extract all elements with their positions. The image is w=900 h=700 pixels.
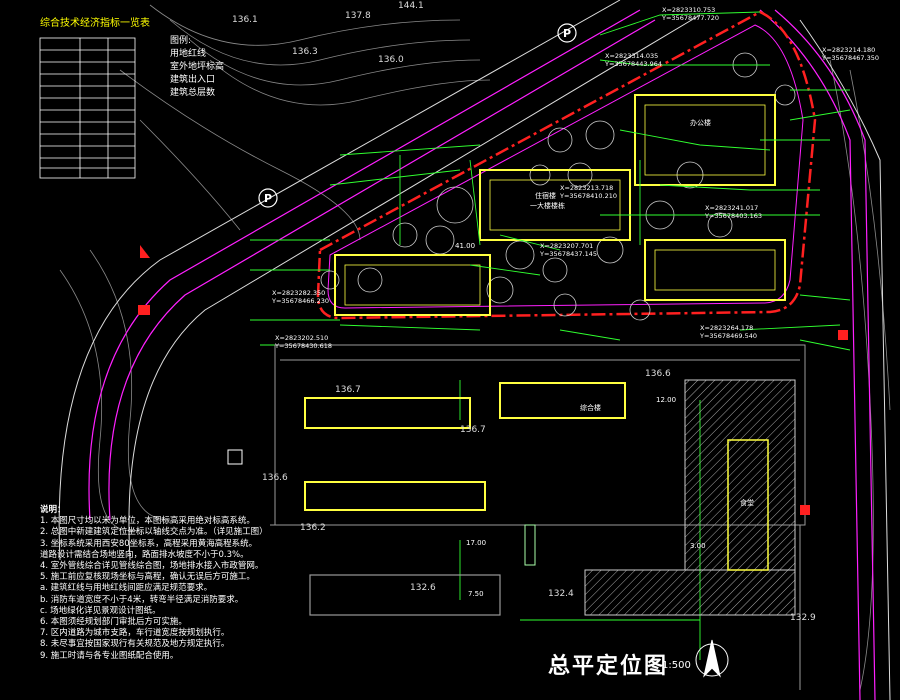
north-arrow-icon: [695, 639, 729, 678]
coordinate-label: X=2823214.180: [822, 46, 875, 54]
legend-item: 建筑总层数: [170, 88, 216, 98]
tech-table: [39, 37, 136, 179]
elevation-label: 136.7: [335, 385, 361, 395]
building-dorm-d: [644, 239, 786, 301]
building-label: 综合楼: [580, 403, 601, 412]
road-edges: [58, 0, 891, 700]
coordinate-label: X=2823207.701: [540, 242, 593, 250]
parking-letter: PP: [264, 27, 571, 205]
note-line: 道路设计需结合场地竖向，路面排水坡度不小于0.3%。: [40, 549, 249, 560]
elevation-labels: 136.1 137.8 144.1 136.3 136.0 136.7 136.7 136.6…: [232, 1, 816, 623]
coordinate-label: Y=35678403.163: [704, 212, 762, 220]
coordinate-label: X=2823202.510: [275, 334, 328, 342]
legend-items: 用地红线室外地坪标高建筑出入口建筑总层数: [170, 48, 224, 100]
lower-buildings: [304, 382, 626, 616]
dimension-label: 12.00: [656, 396, 676, 404]
elevation-label: 136.7: [460, 425, 486, 435]
legend: 图例: 用地红线室外地坪标高建筑出入口建筑总层数: [170, 35, 224, 100]
legend-item: 室外地坪标高: [170, 62, 225, 72]
elevation-label: 132.9: [790, 613, 816, 623]
building-label: 办公楼: [690, 118, 711, 127]
coordinate-label: Y=35678443.964: [604, 60, 662, 68]
legend-item: 建筑出入口: [170, 75, 216, 85]
building-dorm-a: [334, 254, 491, 316]
dimension-label: 7.50: [468, 590, 484, 598]
existing-buildings: [584, 379, 796, 616]
svg-text:P: P: [264, 192, 272, 205]
elevation-label: 136.6: [645, 369, 671, 379]
note-line: b. 消防车道宽度不小于4米，转弯半径满足消防要求。: [40, 594, 244, 605]
legend-item: 用地红线: [170, 49, 207, 59]
coordinate-label: X=2823213.718: [560, 184, 613, 192]
elevation-label: 136.6: [262, 473, 288, 483]
coordinate-label: Y=35678430.618: [274, 342, 332, 350]
elevation-label: 132.4: [548, 589, 574, 599]
note-line: 8. 未尽事宜按国家现行有关规范及地方规定执行。: [40, 639, 230, 650]
elevation-label: 132.6: [410, 583, 436, 593]
elevation-label: 144.1: [398, 1, 424, 11]
coordinate-label: X=2823310.753: [662, 6, 715, 14]
dimension-lines: [250, 11, 851, 660]
note-line: 7. 区内道路为城市支路，车行道宽度按规划执行。: [40, 628, 230, 639]
note-line: 5. 施工前应复核现场坐标与高程，确认无误后方可施工。: [40, 572, 255, 583]
coordinate-labels: X=2823310.753Y=35678477.720X=2823314.035…: [271, 6, 879, 350]
dimension-label: 3.00: [690, 542, 706, 550]
coordinate-label: Y=35678437.145: [539, 250, 597, 258]
entrance-markers: [138, 245, 848, 566]
coordinate-label: Y=35678469.540: [699, 332, 757, 340]
upper-buildings-inner: [344, 104, 776, 306]
elevation-label: 136.1: [232, 15, 258, 25]
elevation-label: 136.0: [378, 55, 404, 65]
tech-table-title: 综合技术经济指标一览表: [40, 18, 150, 29]
coordinate-label: X=2823282.350: [272, 289, 325, 297]
building-label: 住宿楼: [535, 191, 556, 200]
notes-title: 说明：: [40, 505, 66, 515]
drawing-scale: 1:500: [662, 660, 691, 671]
svg-text:P: P: [563, 27, 571, 40]
dimension-labels: 41.00 12.00 17.00 7.50 3.00: [455, 242, 706, 598]
building-label: 一大楼楼栋: [530, 201, 565, 210]
building-label: 食堂: [740, 498, 754, 507]
coordinate-label: Y=35678477.720: [661, 14, 719, 22]
drawing-title: 总平定位图: [548, 654, 669, 679]
note-line: 3. 坐标系统采用西安80坐标系，高程采用黄海高程系统。: [40, 538, 258, 549]
note-line: 9. 施工时请与各专业图纸配合使用。: [40, 650, 179, 661]
note-line: a. 建筑红线与用地红线间距应满足规范要求。: [40, 583, 213, 594]
note-line: 2. 总图中新建建筑定位坐标以轴线交点为准。（详见施工图）: [40, 527, 268, 538]
coordinate-label: Y=35678467.350: [821, 54, 879, 62]
legend-title: 图例:: [170, 36, 192, 46]
note-line: 6. 本图须经规划部门审批后方可实施。: [40, 617, 187, 628]
note-line: 1. 本图尺寸均以米为单位，本图标高采用绝对标高系统。: [40, 516, 255, 527]
elevation-label: 137.8: [345, 11, 371, 21]
road-lines: [88, 9, 876, 700]
lower-site: [270, 344, 806, 690]
design-notes: 说明： 1. 本图尺寸均以米为单位，本图标高采用绝对标高系统。2. 总图中新建建…: [40, 505, 510, 662]
note-line: c. 场地绿化详见景观设计图纸。: [40, 605, 161, 616]
elevation-label: 136.2: [300, 523, 326, 533]
building-dorm-b: [479, 169, 631, 241]
coordinate-label: X=2823264.178: [700, 324, 753, 332]
coordinate-label: X=2823314.035: [605, 52, 658, 60]
coordinate-label: Y=35678466.230: [271, 297, 329, 305]
dimension-label: 17.00: [466, 539, 486, 547]
elevation-label: 136.3: [292, 47, 318, 57]
coordinate-label: X=2823241.017: [705, 204, 758, 212]
note-line: 4. 室外管线综合详见管线综合图，场地排水接入市政管网。: [40, 561, 264, 572]
parking-marks: [258, 23, 577, 208]
trees: [320, 52, 796, 321]
building-dorm-c: [634, 94, 776, 186]
dimension-label: 41.00: [455, 242, 475, 250]
coordinate-label: Y=35678410.210: [559, 192, 617, 200]
notes-list: 1. 本图尺寸均以米为单位，本图标高采用绝对标高系统。2. 总图中新建建筑定位坐…: [40, 516, 510, 662]
